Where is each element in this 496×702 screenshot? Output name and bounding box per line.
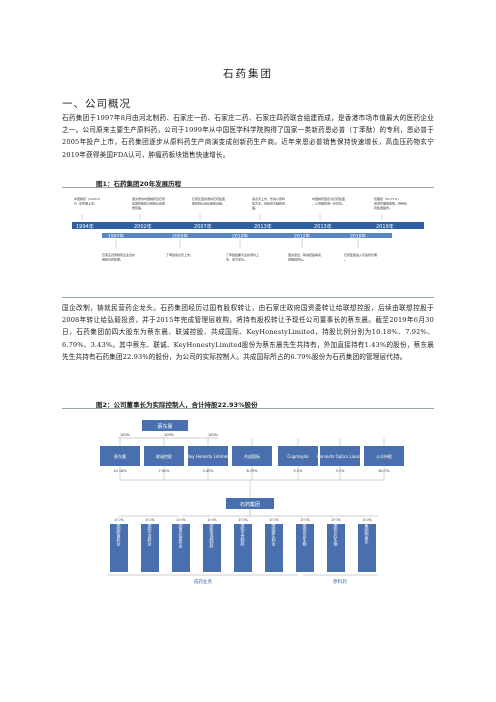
org-company-label: 石药集团 (240, 501, 260, 508)
divider (62, 297, 434, 298)
timeline-year-top: 2019年 (376, 223, 394, 230)
org-sub-name: 石药集团维生药业 (272, 514, 277, 546)
org-sub-pct: 100% (238, 518, 247, 522)
org-holder-box (188, 446, 228, 466)
org-group-label: 原料药 (333, 578, 347, 585)
timeline-note-top: 管理层（93.71%）完成管理层收购，持有石药集团股份。 (374, 196, 407, 210)
org-top-label: 蔡东晨 (157, 423, 172, 430)
org-sub-name: 石药集团中诺药业 (148, 514, 153, 546)
paragraph-shareholding: 国企改制，铸就民营药企龙头。石药集团经历过国有股权转让，由石家庄政府国资委转让给… (62, 304, 434, 361)
org-sub-box (234, 524, 252, 572)
org-holder-box (278, 446, 318, 466)
org-sub-box (296, 524, 314, 572)
org-sub-name: 石药集团百克生物 (303, 514, 308, 547)
timeline-bar-lower (102, 233, 392, 238)
org-sub-pct: 100% (207, 518, 216, 522)
timeline-year-bottom: 2010年 (232, 233, 248, 240)
org-holder-name: 共成国际 (244, 453, 260, 459)
timeline-note-top: 国资委将中国制药及石家庄国有股权分别转让给联想控股。 (132, 196, 165, 210)
org-sub-name: 石药集团明复乐 (365, 516, 370, 544)
timeline-year-top: 2013年 (314, 223, 332, 230)
timeline-note-bottom: 石药集团进入高速增长期。 (344, 252, 377, 262)
timeline-year-top: 1994年 (76, 223, 94, 230)
org-mid-pct: 100% (208, 433, 219, 437)
org-top-box (142, 420, 188, 431)
org-holder-box (100, 446, 140, 466)
org-mid-pct: 100% (164, 433, 175, 437)
timeline-year-bottom: 1997年 (108, 233, 124, 240)
divider (62, 408, 434, 409)
org-sub-pct: 100% (145, 518, 154, 522)
timeline-note-bottom: 丁苯酞恩必普上市。 (166, 252, 193, 257)
org-sub-pct: 100% (362, 518, 371, 522)
org-mid-pct: 100% (120, 433, 131, 437)
org-sub-name: 石药集团新诺威制药 (210, 512, 215, 549)
org-holder-box (232, 446, 272, 466)
org-company-box (226, 498, 274, 509)
org-sub-pct: 100% (114, 518, 123, 522)
org-holder-pct: 7.92% (158, 469, 170, 473)
timeline-note-top: 石家庄国资委将石药集团股权转让给弘毅投资等。 (192, 196, 225, 206)
org-holder-name: 蔡东晨 (114, 453, 126, 459)
paragraph-overview: 石药集团于1997年8月由河北制药、石家庄一药、石家庄二药、石家庄四药联合组建而… (62, 114, 434, 159)
timeline-year-top: 2013年 (254, 223, 272, 230)
timeline-note-top: 恩必普上市，形成以原料药为主、创新药为辅的局面。 (252, 196, 285, 210)
org-holder-pct: 3.43% (202, 469, 214, 473)
timeline-year-top: 2007年 (194, 223, 212, 230)
timeline-year-bottom: 2012年 (294, 233, 310, 240)
org-sub-box (358, 524, 376, 572)
org-holder-pct: 62.7% (378, 469, 390, 473)
org-holder-pct: 6.79% (246, 469, 258, 473)
org-holder-box (364, 446, 404, 466)
org-holder-name: Key Honesty Limited (187, 454, 229, 459)
divider (62, 187, 434, 188)
document-title: 石药集团 (223, 68, 273, 80)
org-chart-figure: 蔡东晨 100% 100% 100% 蔡东晨 10.18% 联诚控股 7.92% Key Ho… (100, 420, 404, 585)
org-holder-pct: 10.18% (113, 469, 127, 473)
org-sub-box (265, 524, 283, 572)
org-holder-box (144, 446, 184, 466)
org-sub-name: 石药集团中奇制药 (241, 514, 246, 547)
org-holder-name: Harvests Optics Liaison (317, 454, 364, 459)
timeline-year-top: 2002年 (134, 223, 152, 230)
timeline-note-bottom: 丁苯酞胶囊与注射液均上市，成为龙头。 (226, 252, 259, 262)
org-holder-name: 联诚控股 (156, 453, 172, 459)
timeline-note-top: 中国制药更名为石药集团，公司股权进一步优化。 (312, 196, 345, 206)
org-sub-pct: 100% (331, 518, 340, 522)
org-sub-name: 石药集团欧意药业 (117, 514, 122, 546)
org-sub-box (203, 524, 221, 572)
org-sub-box (141, 524, 159, 572)
org-holder-pct: 5.5% (294, 469, 304, 473)
timeline-note-bottom: 石家庄四家制药企业合并组建石药集团。 (102, 252, 135, 262)
org-sub-box (110, 524, 128, 572)
org-holder-box (320, 446, 360, 466)
org-group-label: 成药业务 (194, 578, 212, 585)
timeline-note-bottom: 国资退出，联诚控股等完成股权转让。 (288, 252, 321, 262)
timeline-bar (72, 222, 424, 229)
org-holder-pct: 3.5% (336, 469, 346, 473)
timeline-year-bottom: 2005年 (172, 233, 188, 240)
figure-1-caption: 图1：石药集团20年发展历程 (96, 180, 182, 188)
org-sub-name: 石药集团恩必普药业 (179, 512, 184, 548)
org-holder-name: 公众持股 (376, 453, 392, 459)
org-sub-box (172, 524, 190, 572)
timeline-year-bottom: 2018年 (350, 233, 366, 240)
org-holders: 100% 100% 100% 蔡东晨 10.18% 联诚控股 7.92% Key Honest… (100, 433, 404, 498)
org-sub-box (327, 524, 345, 572)
org-sub-pct: 100% (269, 518, 278, 522)
org-sub-pct: 100% (176, 518, 185, 522)
org-sub-name: 石药集团巨石生物 (334, 514, 339, 547)
section-heading: 一、公司概况 (62, 98, 131, 110)
org-holder-name: Cogmaylai (287, 454, 308, 459)
org-sub-pct: 100% (300, 518, 309, 522)
figure-2-caption: 图2：公司董事长为实际控制人，合计持股22.93%股份 (96, 401, 258, 409)
